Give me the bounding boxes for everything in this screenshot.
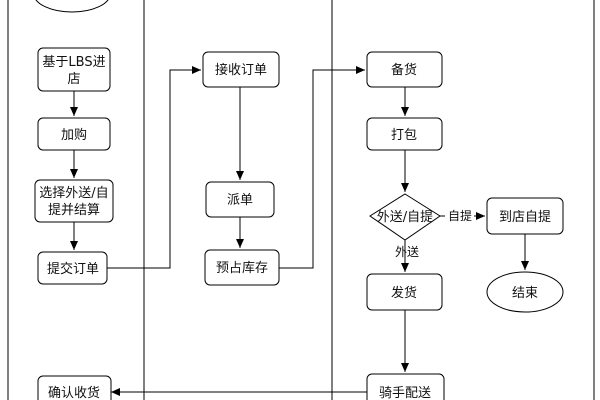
store-pickup-node [486,197,564,235]
prepare-goods-node [366,51,443,88]
delivery-decision-label: 外送/自提 [377,209,433,225]
confirm-receipt-label: 确认收货 [48,385,100,400]
prepare-goods-label: 备货 [391,62,417,78]
add-cart-node [37,117,111,151]
pack-node [366,117,443,151]
rider-delivery-node [366,373,445,400]
end-label: 结束 [512,286,538,301]
submit-order-node [37,251,108,285]
delivery-decision-node [369,193,441,241]
dispatch-node [205,181,275,218]
add-cart-label: 加购 [61,127,87,143]
end-node [486,271,564,313]
swimlane-dividers [7,0,595,400]
store-pickup-label: 到店自提 [499,209,551,225]
submit-order-label: 提交订单 [47,261,99,277]
receive-order-node [202,51,280,88]
dispatch-label: 派单 [227,193,253,208]
edge-submit-to-receive [107,66,201,269]
receive-order-label: 接收订单 [215,62,267,78]
reserve-stock-label: 预占库存 [216,260,268,276]
choose-checkout-label-line1: 选择外送/自 [39,186,108,201]
edge-reserve-to-prepare [279,66,365,269]
pickup-edge-label: 自提 [448,208,472,223]
delivery-edge-label: 外送 [395,244,419,259]
pack-label: 打包 [391,128,417,143]
edge-labels: 自提 外送 [395,208,472,259]
reserve-stock-node [204,249,280,286]
start-node [35,0,109,13]
lbs-entry-node [37,47,111,92]
rider-delivery-label: 骑手配送 [379,386,431,400]
lbs-entry-label-line1: 基于LBS进 [42,55,105,70]
confirm-receipt-node [37,375,112,400]
node-labels: 基于LBS进 店 加购 选择外送/自 提并结算 提交订单 确认收货 接收订单 派… [39,55,551,400]
choose-checkout-node [34,179,114,223]
nodes [34,0,564,400]
ship-node [366,273,443,311]
ship-label: 发货 [391,285,417,301]
edges [70,66,529,396]
choose-checkout-label-line2: 提并结算 [48,202,100,218]
lbs-entry-label-line2: 店 [67,72,80,87]
